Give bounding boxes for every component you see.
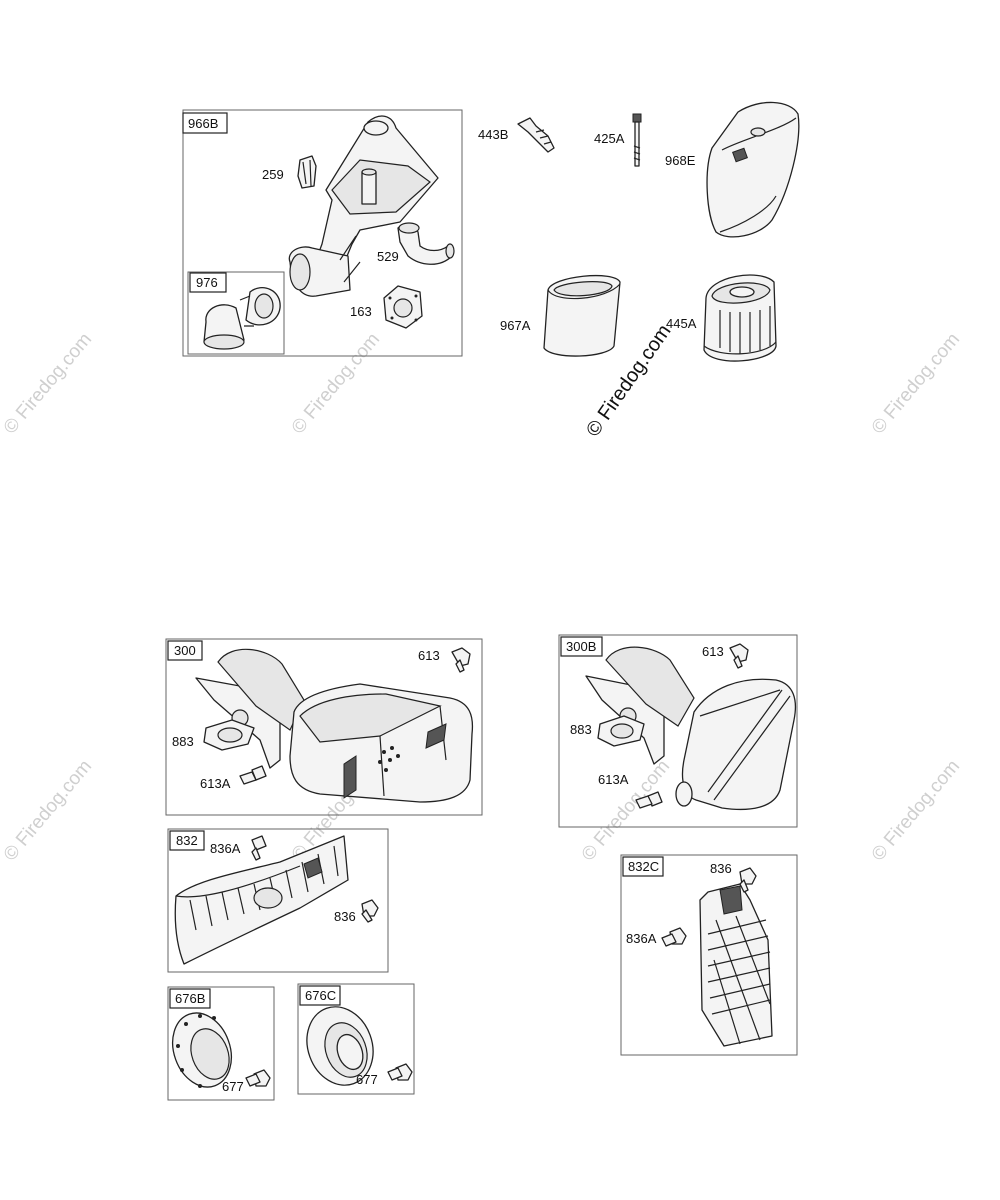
watermark-1: © Firedog.com	[0, 329, 96, 438]
air-cleaner-base	[288, 115, 439, 297]
part-832-shield	[174, 835, 349, 965]
panel-676B	[167, 986, 275, 1101]
part-300B-613-screw	[729, 643, 749, 669]
group-976: 976	[187, 271, 285, 355]
part-425A-bolt	[632, 113, 642, 167]
tag-976: 976	[196, 275, 218, 290]
label-832C-836A: 836A	[626, 931, 657, 946]
label-300B-613A: 613A	[598, 772, 629, 787]
watermark-7: © Firedog.com	[868, 756, 964, 865]
loose-parts-top: 443B 425A 968E 967A	[478, 101, 800, 362]
group-300: 300 613 883 6	[165, 638, 483, 816]
label-445A: 445A	[666, 316, 697, 331]
part-300-613A-screw	[239, 765, 267, 785]
tag-box-300B	[560, 636, 603, 657]
part-976-filter	[203, 287, 281, 350]
part-300B-613A-screw	[635, 791, 663, 809]
part-968E-cover	[706, 101, 800, 238]
part-445A-filter	[703, 274, 777, 362]
label-443B: 443B	[478, 127, 508, 142]
label-300B-613: 613	[702, 644, 724, 659]
label-259: 259	[262, 167, 284, 182]
group-966B: 966B 259 529	[182, 109, 463, 357]
tag-box-976	[189, 272, 227, 293]
label-832-836: 836	[334, 909, 356, 924]
tag-300: 300	[174, 643, 196, 658]
part-300-613-screw	[451, 647, 471, 673]
part-300B-883-gasket	[597, 715, 645, 747]
label-676C-677: 677	[356, 1072, 378, 1087]
panel-966B	[182, 109, 463, 357]
label-425A: 425A	[594, 131, 625, 146]
watermark-4: © Firedog.com	[0, 756, 96, 865]
tag-676C: 676C	[305, 988, 336, 1003]
part-676B-deflector	[172, 1012, 232, 1088]
part-529-elbow	[397, 222, 455, 265]
panel-832C	[620, 854, 798, 1056]
label-300-613A: 613A	[200, 776, 231, 791]
part-967A-precleaner	[543, 274, 621, 357]
panel-300	[165, 638, 483, 816]
label-967A: 967A	[500, 318, 531, 333]
part-832C-836A-screw	[661, 927, 687, 947]
part-832C-836-screw	[739, 867, 757, 893]
part-300-muffler	[195, 648, 474, 803]
label-300B-883: 883	[570, 722, 592, 737]
group-676B: 676B 677	[167, 986, 275, 1101]
label-676B-677: 677	[222, 1079, 244, 1094]
group-300B: 300B 613 883 613A	[558, 634, 798, 828]
tag-300B: 300B	[566, 639, 596, 654]
tag-box-676B	[169, 988, 211, 1009]
label-529: 529	[377, 249, 399, 264]
tag-832: 832	[176, 833, 198, 848]
tag-box-832	[169, 830, 205, 851]
label-300-613: 613	[418, 648, 440, 663]
label-832-836A: 836A	[210, 841, 241, 856]
part-832-836A-screw	[251, 835, 267, 861]
part-300-883-gasket	[203, 719, 255, 751]
panel-676C	[297, 983, 415, 1095]
part-676B-677-screw	[245, 1069, 271, 1087]
tag-box-832C	[622, 856, 664, 877]
part-259-clip	[297, 155, 317, 189]
tag-box-676C	[299, 985, 341, 1006]
watermark-2: © Firedog.com	[288, 329, 384, 438]
panel-300B	[558, 634, 798, 828]
label-163: 163	[350, 304, 372, 319]
part-832-836-screw	[361, 899, 379, 923]
panel-976	[187, 271, 285, 355]
part-443B-bolt	[517, 117, 555, 153]
tag-box-966B	[182, 112, 228, 134]
watermark-3: © Firedog.com	[868, 329, 964, 438]
tag-966B: 966B	[188, 116, 218, 131]
part-676C-677-screw	[387, 1063, 413, 1081]
group-676C: 676C 677	[297, 983, 415, 1095]
tag-676B: 676B	[175, 991, 205, 1006]
part-832C-shield	[699, 883, 773, 1047]
group-832: 832 836A 836	[167, 828, 389, 973]
tag-box-300	[167, 640, 203, 661]
tag-832C: 832C	[628, 859, 659, 874]
part-676C-deflector	[306, 1006, 374, 1086]
part-163-gasket	[383, 285, 423, 329]
label-300-883: 883	[172, 734, 194, 749]
label-968E: 968E	[665, 153, 696, 168]
panel-832	[167, 828, 389, 973]
group-832C: 832C 836 836A	[620, 854, 798, 1056]
label-832C-836: 836	[710, 861, 732, 876]
